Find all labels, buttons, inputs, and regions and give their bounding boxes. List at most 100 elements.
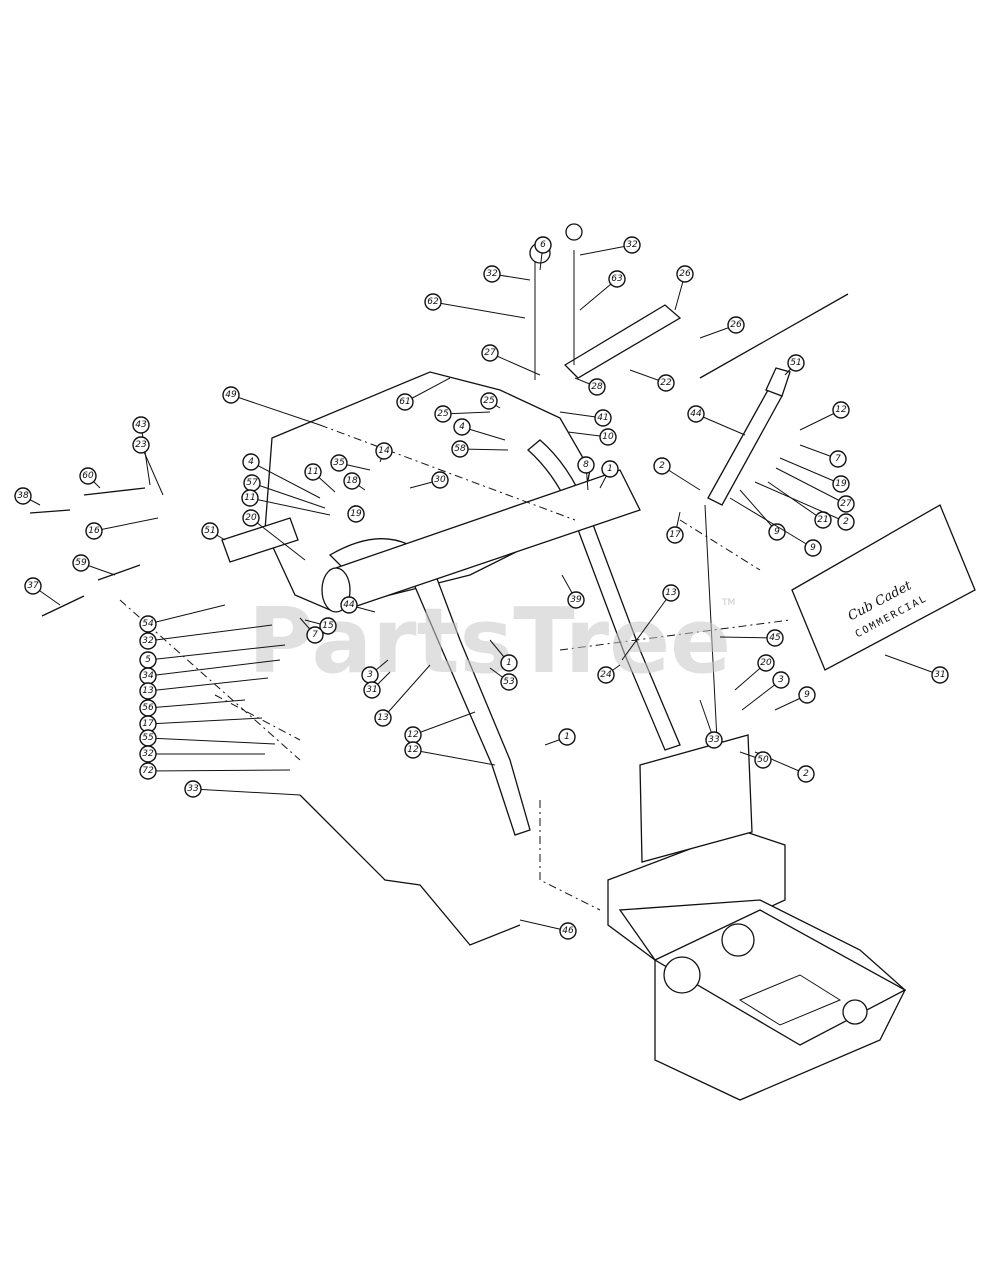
callout-leader [147,624,273,642]
callout: 13 [621,584,680,661]
callout-leader [412,749,496,766]
callout-label: 30 [434,475,446,485]
centerline-5 [679,519,761,571]
callout: 24 [597,664,621,684]
callout-label: 32 [142,749,154,759]
watermark-tm: TM [721,598,735,608]
callout-leader [579,244,633,256]
centerline-3 [539,800,601,911]
callout-label: 7 [312,630,318,640]
callout: 2 [653,457,701,491]
callout: 56 [139,699,246,717]
callout-circle [451,440,469,458]
callout: 37 [24,577,61,606]
callout-label: 12 [407,745,419,755]
callout: 9 [774,686,816,711]
callout-label: 33 [708,735,720,745]
frame-hole-2 [721,923,755,957]
callout-label: 59 [75,558,87,568]
callout: 72 [139,762,291,780]
callout: 19 [779,457,850,493]
callout-label: 2 [803,769,809,779]
callout-label: 41 [597,413,608,423]
callout-label: 13 [377,713,389,723]
callout-label: 61 [399,397,410,407]
callout-label: 44 [690,409,702,419]
callout-circle [597,666,615,684]
callout: 19 [347,504,365,523]
callout: 27 [775,467,855,513]
centerline-4 [559,619,791,651]
callout: 32 [139,624,273,650]
callout-circle [666,526,684,544]
callout-label: 9 [774,527,780,537]
callout-label: 20 [760,658,772,668]
callout: 17 [666,511,684,544]
grip-51-right [765,367,791,397]
callout-label: 28 [591,382,603,392]
rod-60 [83,487,146,496]
callout-leader [147,717,263,725]
callout-label: 50 [757,755,769,765]
callout-circle [424,293,442,311]
callout-label: 57 [246,478,258,488]
callout-label: 38 [17,491,29,501]
callout: 33 [699,699,723,749]
callout: 21 [767,481,832,529]
callout: 35 [330,454,371,472]
callout-circle [676,265,694,283]
callout-label: 56 [142,703,154,713]
callout: 61 [396,377,451,411]
callout-circle [705,731,723,749]
callout: 45 [719,629,784,647]
rod-72 [299,794,521,946]
callout-label: 26 [730,320,742,330]
callout-label: 6 [540,240,546,250]
callout: 26 [699,316,745,339]
callout: 7 [799,444,847,468]
callout-circle [727,316,745,334]
callout: 54 [139,604,226,633]
frame-hole-3 [842,999,868,1025]
callout: 7 [299,617,324,644]
callout-label: 23 [135,440,147,450]
callout-label: 9 [804,690,810,700]
callout-circle [85,522,103,540]
callout-leader [729,497,814,549]
callout: 44 [687,405,746,436]
callout-circle [480,392,498,410]
callout-label: 46 [562,926,574,936]
centerline-6 [214,694,301,741]
callout: 12 [799,401,850,431]
callout-leader [775,467,847,505]
callout-label: 20 [245,513,257,523]
callout-label: 11 [307,467,318,477]
callout-label: 49 [225,390,237,400]
callout-circle [434,405,452,423]
callout: 15 [304,617,337,635]
callout-label: 60 [82,471,94,481]
callout-circle [687,405,705,423]
frame-cutout [738,974,842,1026]
callout-label: 3 [778,675,784,685]
callout-label: 32 [486,269,498,279]
callout-circle [662,584,680,602]
callout-leader [147,737,276,745]
callout-label: 25 [437,409,449,419]
callout-label: 31 [934,670,945,680]
callout: 4 [242,453,321,499]
callout-label: 51 [204,526,215,536]
callout-label: 12 [407,730,419,740]
callout-leader [249,497,331,516]
callout-leader [147,677,269,692]
callout-circle [657,374,675,392]
callout-leader [884,654,941,676]
callout: 28 [574,377,606,396]
callout-circle [241,489,259,507]
callout-circle [343,472,361,490]
callout-circle [567,591,585,609]
callout-circle [599,428,617,446]
callout-circle [837,495,855,513]
callout-label: 1 [506,658,512,668]
